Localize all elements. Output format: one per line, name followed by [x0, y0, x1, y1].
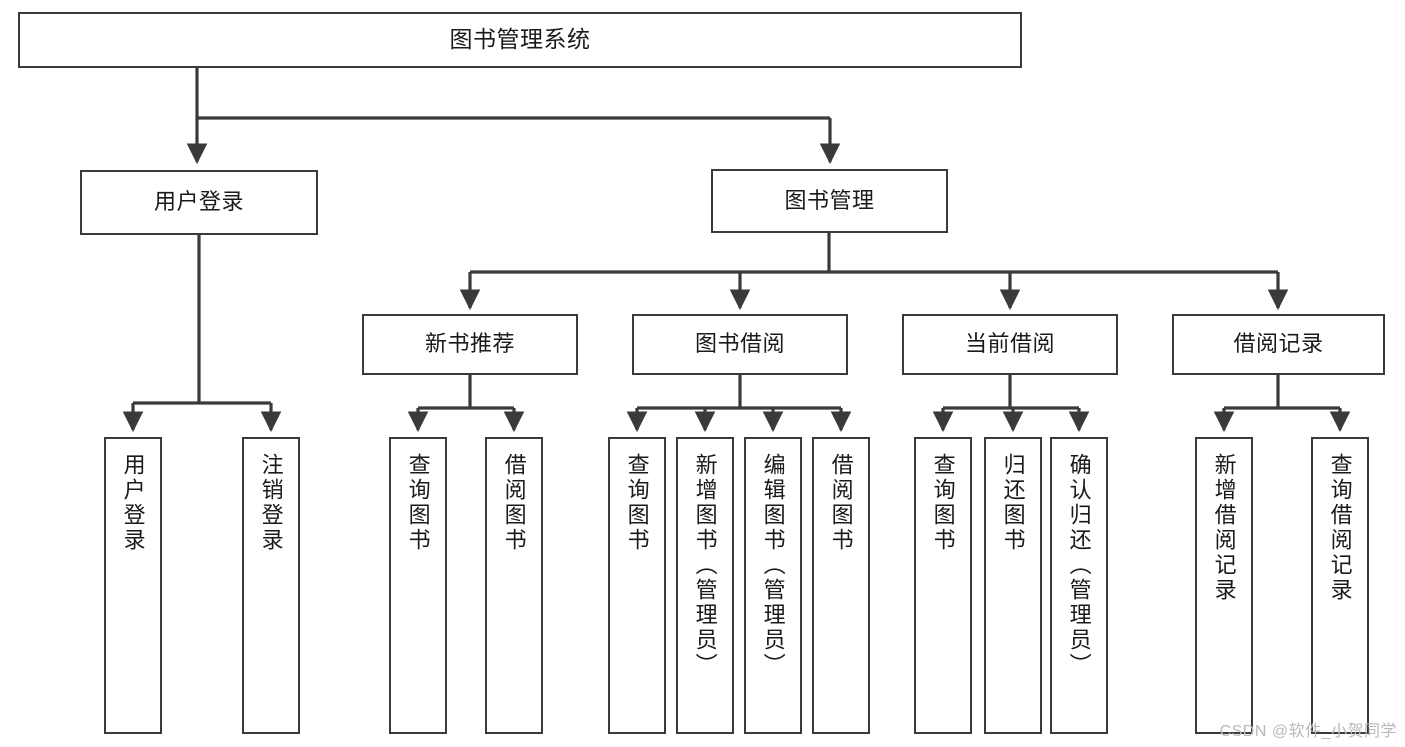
leaf-record-add-record[interactable]: 新增借阅记录: [1195, 437, 1253, 734]
leaf-user-login-login[interactable]: 用户登录: [104, 437, 162, 734]
node-label: 图书借阅: [694, 331, 785, 357]
node-label: 用户登录: [153, 189, 244, 215]
node-borrow-record[interactable]: 借阅记录: [1172, 314, 1385, 375]
node-book-borrow[interactable]: 图书借阅: [632, 314, 848, 375]
leaf-recommend-query-book[interactable]: 查询图书: [389, 437, 447, 734]
leaf-borrow-edit-book-admin[interactable]: 编辑图书（管理员）: [744, 437, 802, 734]
node-user-login[interactable]: 用户登录: [80, 170, 318, 235]
leaf-current-confirm-return-admin[interactable]: 确认归还（管理员）: [1050, 437, 1108, 734]
leaf-borrow-add-book-admin[interactable]: 新增图书（管理员）: [676, 437, 734, 734]
leaf-borrow-borrow-book[interactable]: 借阅图书: [812, 437, 870, 734]
node-label: 当前借阅: [964, 331, 1055, 357]
node-label: 注销登录: [258, 453, 284, 553]
leaf-user-login-logout[interactable]: 注销登录: [242, 437, 300, 734]
leaf-record-query-record[interactable]: 查询借阅记录: [1311, 437, 1369, 734]
node-label: 查询图书: [405, 453, 431, 553]
node-label: 查询图书: [624, 453, 650, 553]
node-book-management[interactable]: 图书管理: [711, 169, 948, 233]
node-label: 用户登录: [120, 453, 146, 553]
node-label: 借阅图书: [828, 453, 854, 553]
node-label: 借阅记录: [1233, 331, 1324, 357]
node-label: 新书推荐: [424, 331, 515, 357]
node-label: 图书管理: [784, 187, 875, 213]
node-label: 查询借阅记录: [1327, 453, 1353, 603]
node-label: 借阅图书: [501, 453, 527, 553]
leaf-recommend-borrow-book[interactable]: 借阅图书: [485, 437, 543, 734]
node-new-book-recommend[interactable]: 新书推荐: [362, 314, 578, 375]
node-label: 归还图书: [1000, 453, 1026, 553]
node-label: 新增借阅记录: [1211, 453, 1237, 603]
leaf-current-return-book[interactable]: 归还图书: [984, 437, 1042, 734]
node-label: 新增图书（管理员）: [692, 453, 718, 678]
node-label: 编辑图书（管理员）: [760, 453, 786, 678]
node-label: 查询图书: [930, 453, 956, 553]
node-label: 确认归还（管理员）: [1066, 453, 1092, 678]
watermark: CSDN @软件_小贺同学: [1219, 723, 1397, 740]
node-root-system[interactable]: 图书管理系统: [18, 12, 1022, 68]
node-current-borrow[interactable]: 当前借阅: [902, 314, 1118, 375]
leaf-current-query-book[interactable]: 查询图书: [914, 437, 972, 734]
node-label: 图书管理系统: [449, 26, 591, 53]
leaf-borrow-query-book[interactable]: 查询图书: [608, 437, 666, 734]
